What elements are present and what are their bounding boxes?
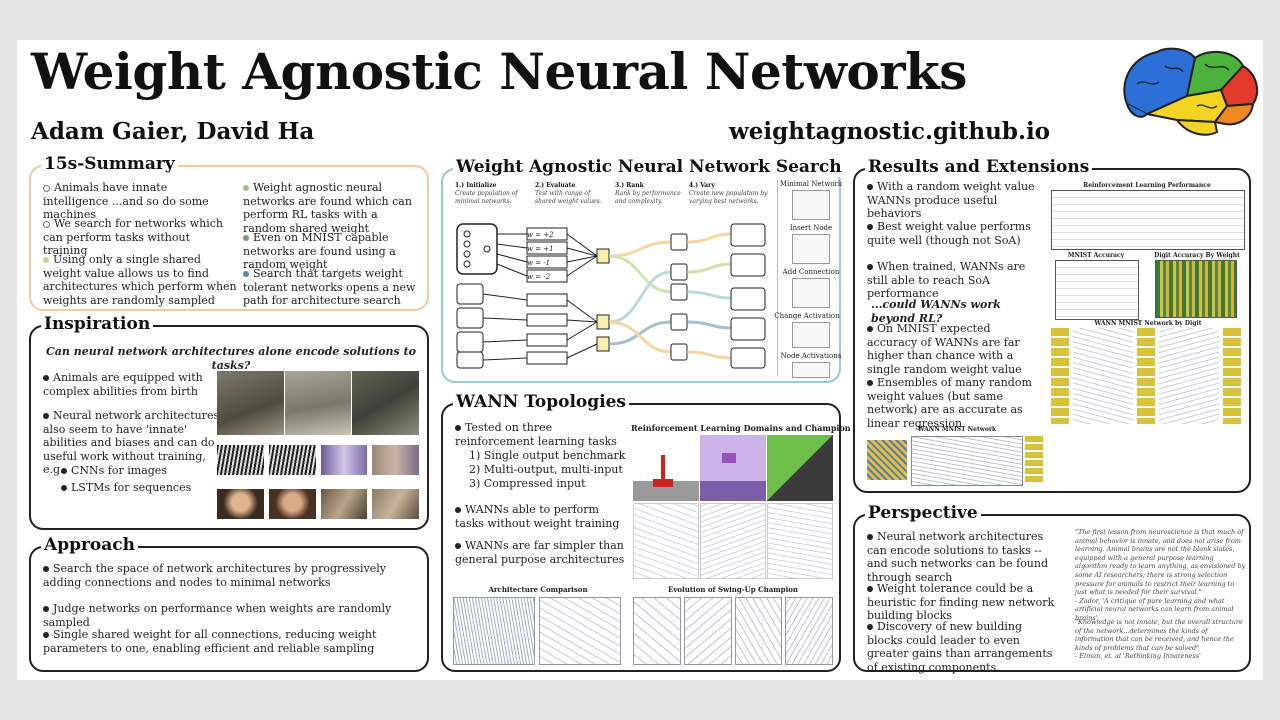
summary-item: We search for networks which can perform… <box>43 217 223 257</box>
website-link[interactable]: weightagnostic.github.io <box>729 118 1051 145</box>
topologies-bullet: Tested on three reinforcement learning t… <box>455 421 617 448</box>
inspiration-sub-bullet: CNNs for images <box>61 464 211 478</box>
brain-logo <box>1123 47 1259 136</box>
topologies-bullet: WANNs are far simpler than general purpo… <box>455 539 625 566</box>
results-bullet: Ensembles of many random weight values (… <box>867 376 1032 430</box>
portrait-images <box>217 489 419 519</box>
inspiration-question: Can neural network architectures alone e… <box>46 345 416 372</box>
authors: Adam Gaier, David Ha <box>31 118 315 145</box>
perspective-panel: Perspective Neural network architectures… <box>853 503 1251 674</box>
results-bullet: Best weight value performs quite well (t… <box>867 220 1031 247</box>
summary-item: Animals have innate intelligence ...and … <box>43 181 209 221</box>
zador-quote: "The first lesson from neuroscience is t… <box>1075 528 1246 622</box>
topologies-title: WANN Topologies <box>453 392 629 412</box>
summary-panel: 15s-Summary Animals have innate intellig… <box>29 154 429 311</box>
digit-accuracy-title: Digit Accuracy By Weight <box>1154 252 1240 259</box>
inspiration-bullet: Animals are equipped with complex abilit… <box>43 371 203 398</box>
rl-table-title: Reinforcement Learning Performance <box>1083 182 1211 189</box>
search-panel: Weight Agnostic Neural Network Search 1.… <box>441 157 845 383</box>
add-connection-label: Add Connection <box>782 268 840 276</box>
poster-title: Weight Agnostic Neural Networks <box>31 42 967 101</box>
summary-title: 15s-Summary <box>41 154 178 174</box>
perspective-bullet: Discovery of new building blocks could l… <box>867 620 1053 674</box>
node-activations-label: Node Activations <box>780 352 842 360</box>
topologies-list-item: 1) Single output benchmark <box>469 449 626 462</box>
results-title: Results and Extensions <box>865 157 1093 177</box>
perspective-title: Perspective <box>865 503 981 523</box>
architecture-comparison-figure <box>453 597 621 665</box>
champion-networks <box>633 503 833 579</box>
rl-domain-images <box>633 435 833 501</box>
search-diagram <box>456 223 766 369</box>
rl-performance-table <box>1051 190 1245 250</box>
poster: Weight Agnostic Neural Networks Adam Gai… <box>17 40 1263 680</box>
perspective-bullet: Weight tolerance could be a heuristic fo… <box>867 582 1055 622</box>
approach-item: Search the space of network architecture… <box>43 562 387 589</box>
minimal-network-label: Minimal Network <box>779 180 843 188</box>
results-bullet: When trained, WANNs are still able to re… <box>867 260 1026 300</box>
summary-item: Search that targets weight tolerant netw… <box>243 267 416 307</box>
summary-item: Using only a single shared weight value … <box>43 253 237 307</box>
mnist-network-title: WANN MNIST Network by Digit <box>1094 320 1202 327</box>
topologies-list-item: 2) Multi-output, multi-input <box>469 463 623 476</box>
approach-item: Judge networks on performance when weigh… <box>43 602 392 629</box>
insert-node-label: Insert Node <box>789 224 833 232</box>
digit-accuracy-heatmap <box>1155 260 1237 318</box>
approach-title: Approach <box>41 535 138 555</box>
topologies-panel: WANN Topologies Tested on three reinforc… <box>441 392 888 672</box>
inspiration-sub-bullet: LSTMs for sequences <box>61 481 211 495</box>
mnist-table-title: MNIST Accuracy <box>1067 252 1125 259</box>
inspiration-title: Inspiration <box>41 314 154 334</box>
mnist-network-figure <box>867 434 1047 486</box>
topologies-bullet: WANNs able to perform tasks without weig… <box>455 503 620 530</box>
results-bullet: On MNIST expected accuracy of WANNs are … <box>867 322 1022 376</box>
search-title: Weight Agnostic Neural Network Search <box>453 157 845 177</box>
results-panel: Results and Extensions With a random wei… <box>853 157 1251 493</box>
mutation-sidebar: Minimal Network Insert Node Add Connecti… <box>774 180 842 378</box>
results-question: ...could WANNs work beyond RL? <box>871 298 1001 325</box>
champion-title: Reinforcement Learning Domains and Champ… <box>631 423 888 433</box>
summary-item: Weight agnostic neural networks are foun… <box>243 181 412 235</box>
approach-item: Single shared weight for all connections… <box>43 628 377 655</box>
evolution-title: Evolution of Swing-Up Champion <box>667 585 798 594</box>
perspective-bullet: Neural network architectures can encode … <box>867 530 1049 584</box>
approach-panel: Approach Search the space of network arc… <box>29 535 429 672</box>
mnist-accuracy-table <box>1055 260 1139 320</box>
evolution-figure <box>633 597 833 665</box>
summary-item: Even on MNIST capable networks are found… <box>243 231 396 271</box>
lizard-photos <box>217 371 420 435</box>
topologies-list-item: 3) Compressed input <box>469 477 586 490</box>
inspiration-bullet: Neural network architectures also seem t… <box>43 409 220 476</box>
architecture-comparison-title: Architecture Comparison <box>488 585 588 594</box>
change-activation-label: Change Activation <box>774 312 840 320</box>
results-bullet: With a random weight value WANNs produce… <box>867 180 1035 220</box>
mnist-network-label: WANN MNIST Network <box>917 426 997 433</box>
inspiration-panel: Inspiration Can neural network architect… <box>29 314 429 530</box>
mnist-network-by-digit <box>1051 328 1245 424</box>
zebra-images <box>217 445 419 475</box>
elman-quote: "Knowledge is not innate, but the overal… <box>1075 618 1243 661</box>
